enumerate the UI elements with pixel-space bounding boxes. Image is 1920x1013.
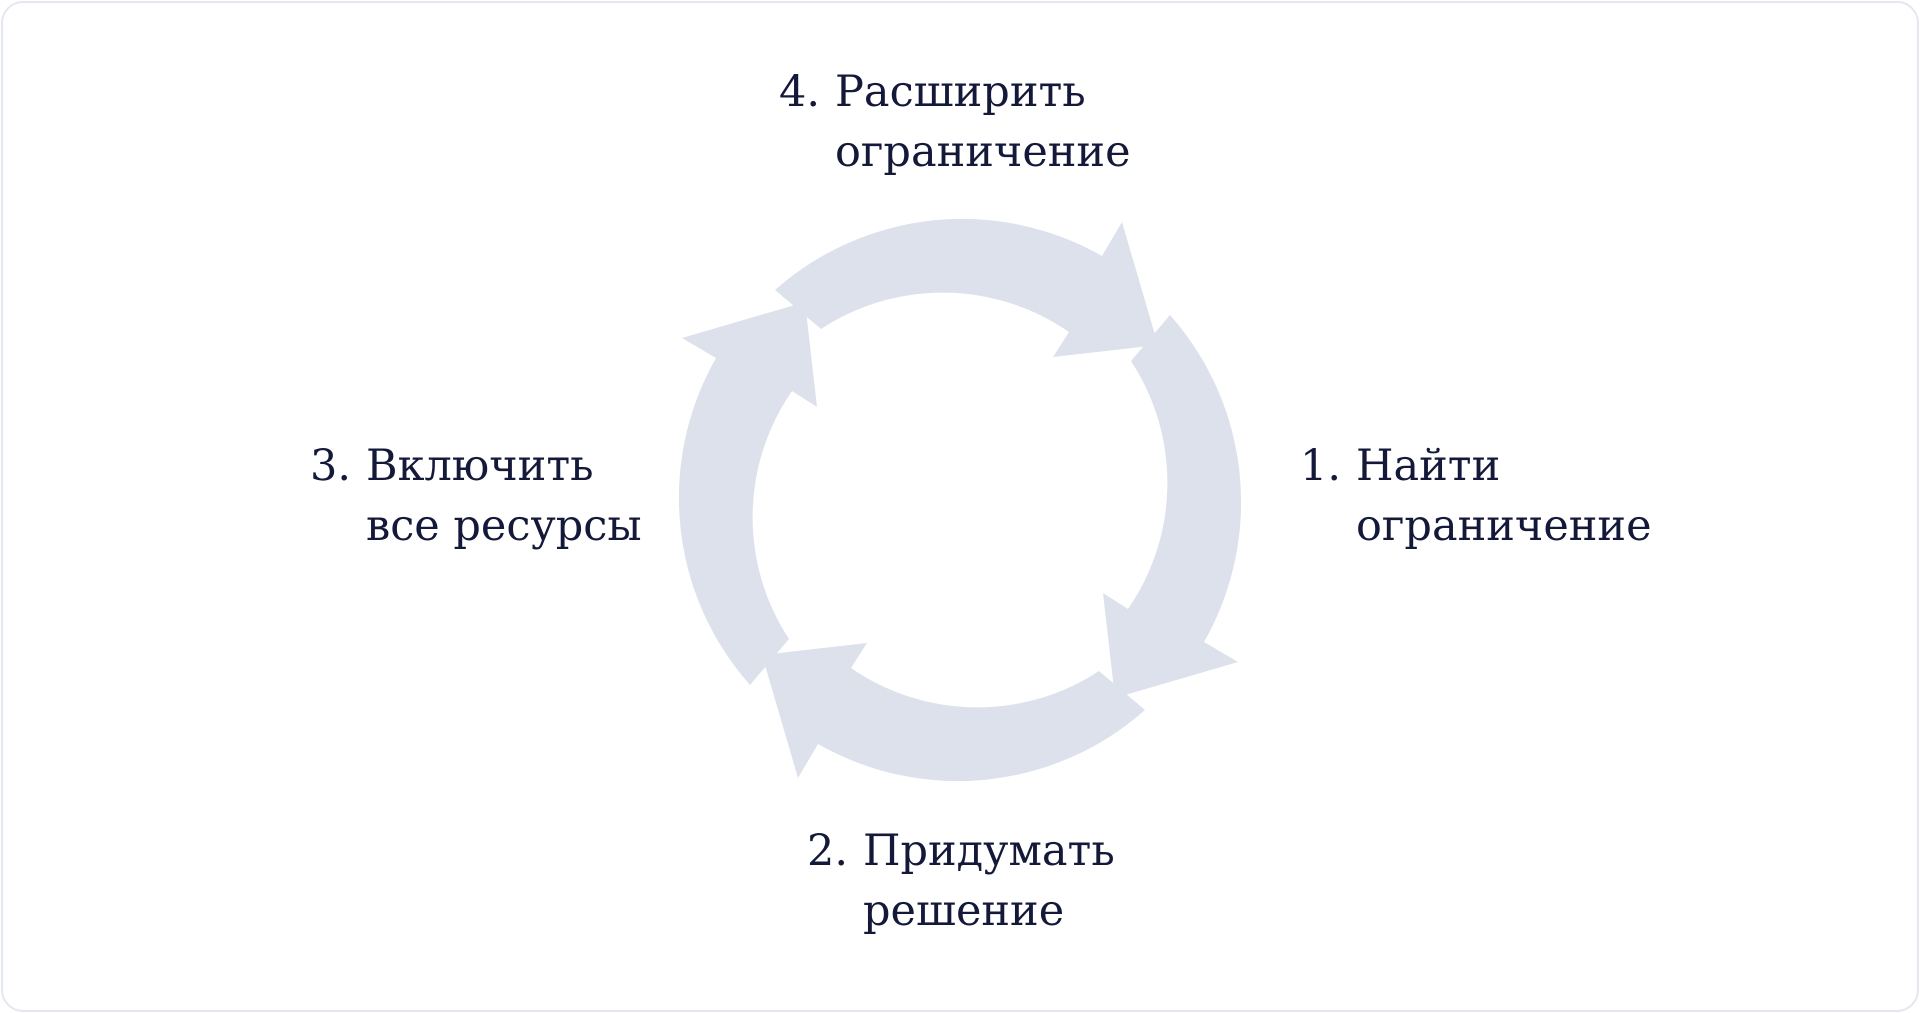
arrow-4-to-1-icon (775, 218, 1158, 357)
step-2-number: 2. (807, 826, 849, 876)
step-3-number: 3. (310, 441, 352, 491)
step-2-label: 2. Придумать решение (807, 821, 1115, 941)
step-4-label: 4. Расширить ограничение (779, 62, 1131, 182)
step-3-title-line1: Включить (366, 441, 594, 491)
step-2-title-line2: решение (863, 886, 1065, 936)
step-1-title-line1: Найти (1356, 441, 1501, 491)
step-2-title-line1: Придумать (863, 826, 1115, 876)
step-4-title-line2: ограничение (835, 127, 1131, 177)
step-1-number: 1. (1300, 441, 1342, 491)
arrow-2-to-3-icon (762, 643, 1145, 782)
step-1-title-line2: ограничение (1356, 501, 1652, 551)
arrow-1-to-2-icon (1103, 315, 1242, 698)
step-4-number: 4. (779, 67, 821, 117)
step-3-label: 3. Включить все ресурсы (310, 436, 642, 556)
step-4-title-line1: Расширить (835, 67, 1086, 117)
arrow-3-to-4-icon (678, 302, 817, 685)
step-1-label: 1. Найти ограничение (1300, 436, 1652, 556)
step-3-title-line2: все ресурсы (366, 501, 642, 551)
